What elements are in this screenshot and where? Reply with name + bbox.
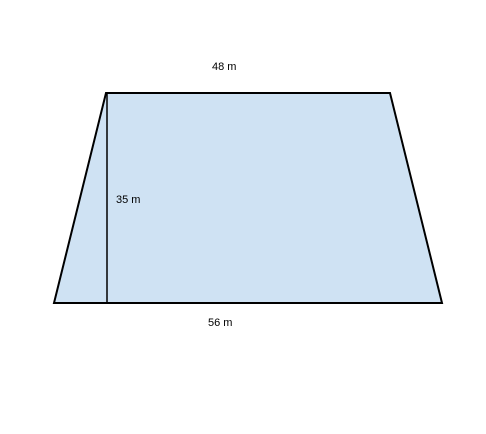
bottom-base-label: 56 m: [208, 317, 233, 329]
height-label: 35 m: [116, 194, 141, 206]
top-base-label: 48 m: [212, 61, 237, 73]
trapezoid-shape: [52, 92, 444, 304]
